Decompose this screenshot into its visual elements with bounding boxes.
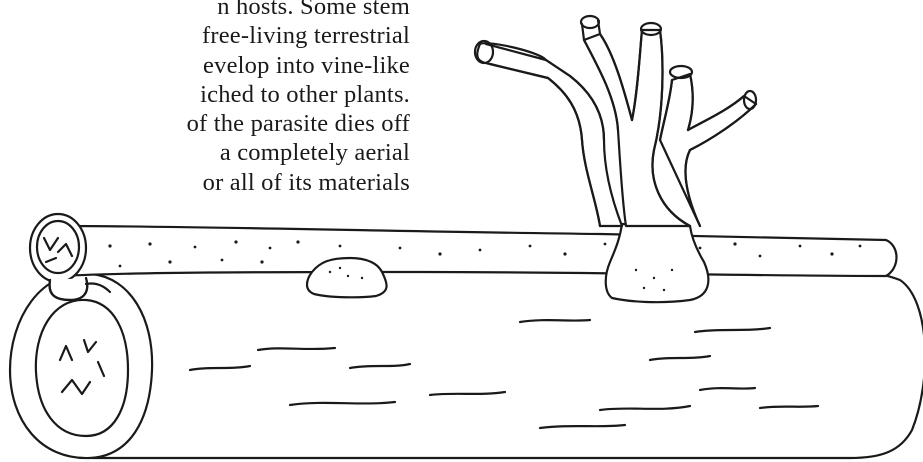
host-log [10,264,923,458]
host-branch [30,214,897,282]
